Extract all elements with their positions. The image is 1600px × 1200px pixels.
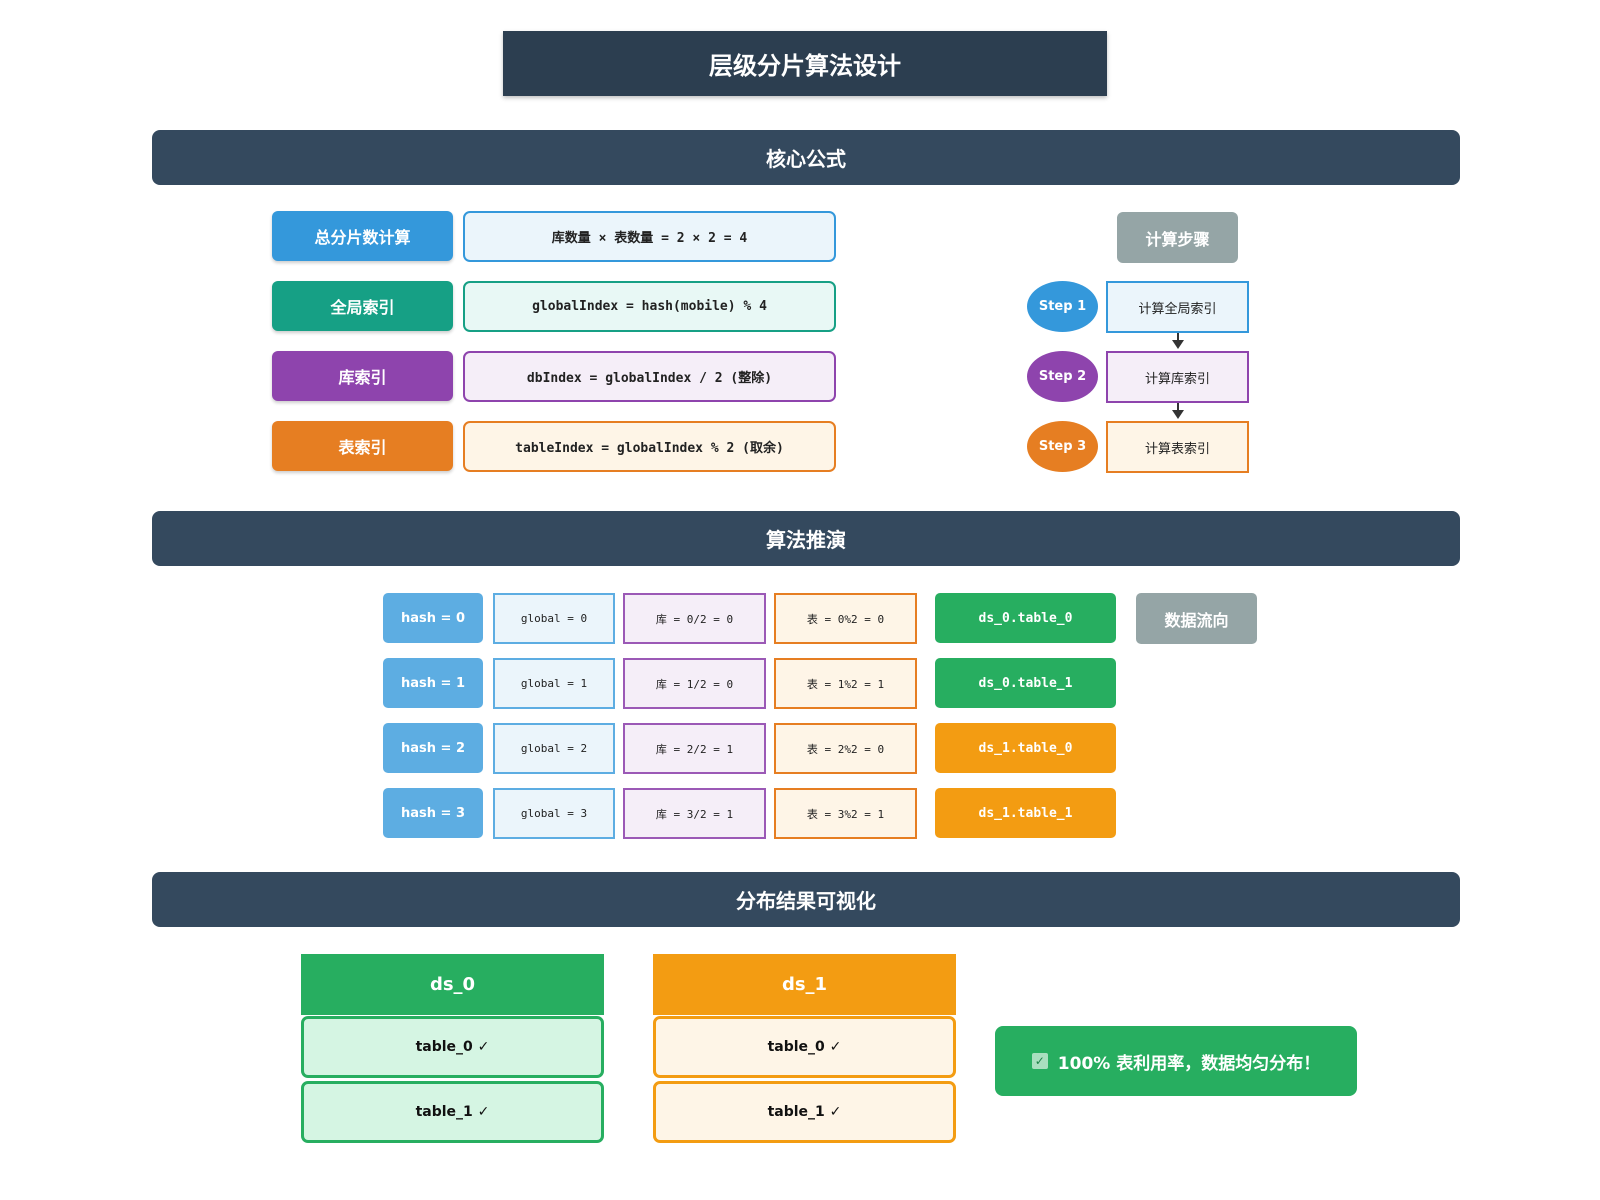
step-box: 计算表索引 bbox=[1106, 421, 1249, 473]
table-index-cell: 表 = 2%2 = 0 bbox=[774, 723, 917, 774]
section-header-derivation: 算法推演 bbox=[152, 511, 1460, 566]
database-header: ds_1 bbox=[653, 954, 956, 1015]
destination-table: ds_1.table_1 bbox=[935, 788, 1116, 838]
check-box-icon: ✓ bbox=[1031, 1053, 1048, 1069]
step-box: 计算库索引 bbox=[1106, 351, 1249, 403]
down-arrow-icon bbox=[1177, 403, 1179, 411]
destination-table: ds_0.table_1 bbox=[935, 658, 1116, 708]
down-arrow-icon bbox=[1177, 333, 1179, 341]
result-text: 100% 表利用率，数据均匀分布！ bbox=[1057, 1053, 1321, 1074]
table-node: table_0 ✓ bbox=[301, 1016, 604, 1078]
destination-table: ds_1.table_0 bbox=[935, 723, 1116, 773]
database-header: ds_0 bbox=[301, 954, 604, 1015]
data-flow-label: 数据流向 bbox=[1136, 593, 1257, 644]
formula-expression: dbIndex = globalIndex / 2 (整除) bbox=[463, 351, 836, 402]
step-badge: Step 1 bbox=[1027, 281, 1098, 332]
formula-expression: 库数量 × 表数量 = 2 × 2 = 4 bbox=[463, 211, 836, 262]
formula-expression: tableIndex = globalIndex % 2 (取余) bbox=[463, 421, 836, 472]
hash-value: hash = 3 bbox=[383, 788, 483, 838]
step-badge: Step 3 bbox=[1027, 421, 1098, 472]
global-index-cell: global = 0 bbox=[493, 593, 615, 644]
page-title: 层级分片算法设计 bbox=[503, 31, 1107, 96]
db-index-cell: 库 = 2/2 = 1 bbox=[623, 723, 766, 774]
hash-value: hash = 0 bbox=[383, 593, 483, 643]
formula-label: 库索引 bbox=[272, 351, 453, 401]
table-node: table_1 ✓ bbox=[653, 1081, 956, 1143]
result-banner: ✓ 100% 表利用率，数据均匀分布！ bbox=[995, 1026, 1357, 1096]
steps-title: 计算步骤 bbox=[1117, 212, 1238, 263]
formula-label: 表索引 bbox=[272, 421, 453, 471]
table-index-cell: 表 = 1%2 = 1 bbox=[774, 658, 917, 709]
table-index-cell: 表 = 3%2 = 1 bbox=[774, 788, 917, 839]
arrow-head-icon bbox=[1172, 340, 1184, 349]
hash-value: hash = 1 bbox=[383, 658, 483, 708]
db-index-cell: 库 = 3/2 = 1 bbox=[623, 788, 766, 839]
formula-label: 总分片数计算 bbox=[272, 211, 453, 261]
table-index-cell: 表 = 0%2 = 0 bbox=[774, 593, 917, 644]
db-index-cell: 库 = 1/2 = 0 bbox=[623, 658, 766, 709]
arrow-head-icon bbox=[1172, 410, 1184, 419]
section-header-visualization: 分布结果可视化 bbox=[152, 872, 1460, 927]
step-box: 计算全局索引 bbox=[1106, 281, 1249, 333]
formula-label: 全局索引 bbox=[272, 281, 453, 331]
global-index-cell: global = 2 bbox=[493, 723, 615, 774]
formula-expression: globalIndex = hash(mobile) % 4 bbox=[463, 281, 836, 332]
section-header-formula: 核心公式 bbox=[152, 130, 1460, 185]
global-index-cell: global = 3 bbox=[493, 788, 615, 839]
table-node: table_1 ✓ bbox=[301, 1081, 604, 1143]
destination-table: ds_0.table_0 bbox=[935, 593, 1116, 643]
db-index-cell: 库 = 0/2 = 0 bbox=[623, 593, 766, 644]
table-node: table_0 ✓ bbox=[653, 1016, 956, 1078]
global-index-cell: global = 1 bbox=[493, 658, 615, 709]
hash-value: hash = 2 bbox=[383, 723, 483, 773]
step-badge: Step 2 bbox=[1027, 351, 1098, 402]
